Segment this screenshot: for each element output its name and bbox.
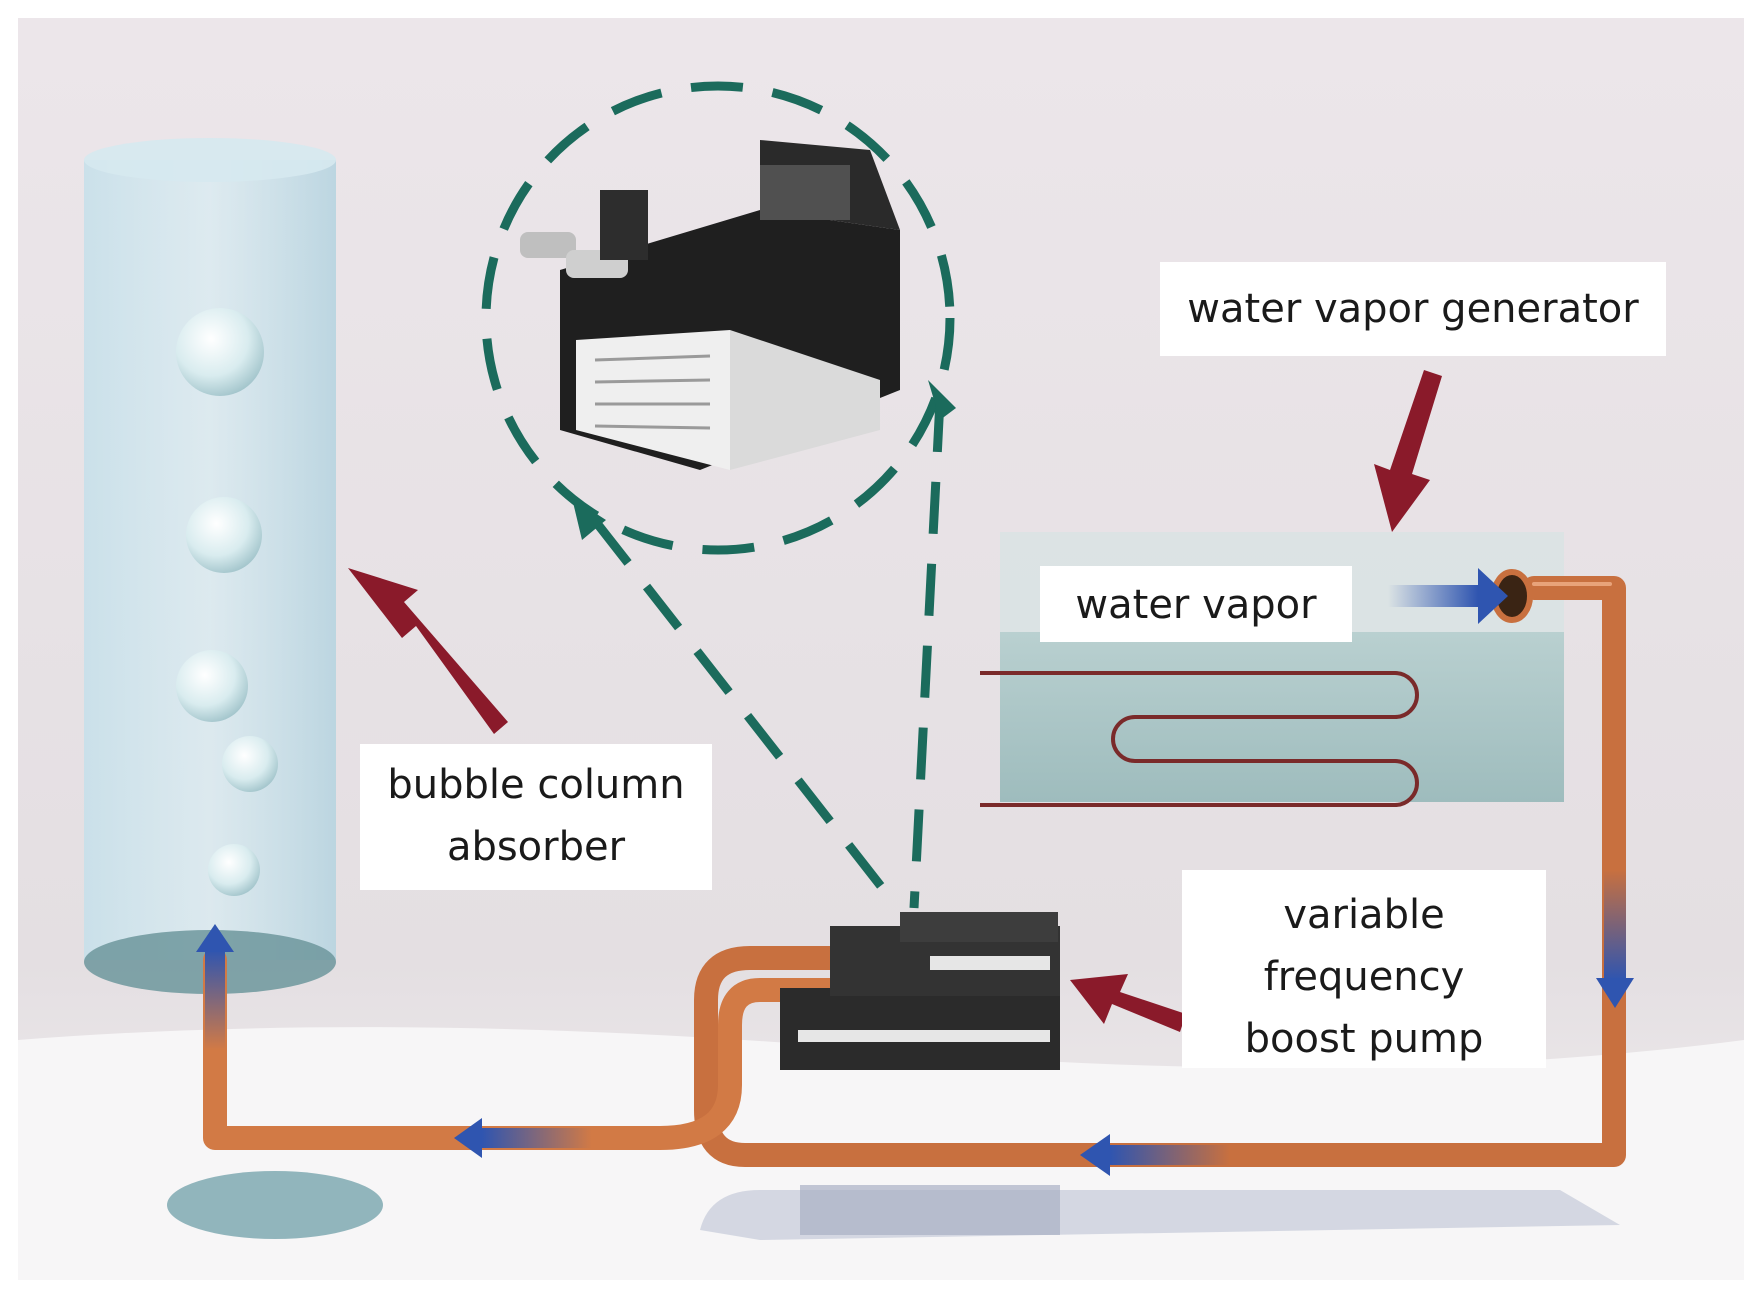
pointer-arrow-icon bbox=[1070, 974, 1186, 1032]
flow-arrow-icon bbox=[1596, 978, 1634, 1008]
water-vapor-generator bbox=[980, 532, 1564, 807]
label-text: water vapor generator bbox=[1187, 286, 1639, 332]
pump-photo-port bbox=[600, 190, 648, 260]
callout-circle bbox=[481, 81, 955, 555]
bubble-icon bbox=[176, 650, 248, 722]
label-line: frequency bbox=[1263, 954, 1465, 1000]
label-text: water vapor bbox=[1075, 582, 1317, 628]
pump-stripe bbox=[798, 1030, 1050, 1042]
flow-arrow-icon bbox=[1478, 568, 1508, 624]
flow-arrow-icon bbox=[1110, 1145, 1230, 1165]
bubble-column-absorber bbox=[84, 138, 336, 994]
callout-line-right bbox=[909, 399, 945, 909]
bubble-icon bbox=[176, 308, 264, 396]
pipe-supply bbox=[203, 948, 882, 1150]
label-line: variable bbox=[1283, 892, 1445, 938]
label-water-vapor: water vapor bbox=[1040, 566, 1352, 642]
flow-arrows bbox=[196, 568, 1634, 1176]
pump-stripe bbox=[930, 956, 1050, 970]
bubble-icon bbox=[186, 497, 262, 573]
pump-photo-display bbox=[760, 165, 850, 220]
label-line: boost pump bbox=[1244, 1016, 1484, 1062]
flow-arrow-icon bbox=[482, 1128, 592, 1148]
flow-arrow-icon bbox=[454, 1118, 482, 1158]
pointer-arrow-icon bbox=[348, 568, 508, 734]
flow-arrow-icon bbox=[205, 950, 225, 1050]
pipe-return bbox=[694, 576, 1626, 1167]
absorber-shadow bbox=[167, 1171, 383, 1239]
flow-arrow-icon bbox=[1604, 870, 1626, 980]
copper-pipe-loop bbox=[203, 576, 1626, 1167]
label-water-vapor-generator: water vapor generator bbox=[1160, 262, 1666, 356]
pump-photo-label bbox=[576, 330, 730, 470]
flow-arrow-icon bbox=[1388, 585, 1478, 607]
pump-head bbox=[900, 912, 1058, 942]
flow-arrow-icon bbox=[1080, 1134, 1110, 1176]
pointer-arrows bbox=[348, 370, 1442, 1032]
pump-callout bbox=[481, 81, 955, 911]
pump-photo-icon bbox=[520, 140, 900, 470]
label-variable-frequency-boost-pump: variable frequency boost pump bbox=[1182, 870, 1546, 1068]
pump-photo-label-side bbox=[730, 330, 880, 470]
pump-shadow bbox=[800, 1185, 1060, 1235]
label-bubble-column-absorber: bubble column absorber bbox=[360, 744, 712, 890]
pointer-arrow-icon bbox=[1374, 370, 1442, 532]
absorber-top bbox=[84, 138, 336, 182]
boost-pump-body bbox=[780, 912, 1060, 1070]
pump-photo-fitting bbox=[520, 232, 576, 258]
label-line: bubble column bbox=[387, 762, 685, 808]
label-line: absorber bbox=[446, 824, 626, 870]
heating-coil-icon bbox=[980, 671, 1419, 807]
callout-arrowhead bbox=[572, 498, 606, 540]
pump-lower bbox=[780, 988, 1060, 1070]
callout-arrowhead bbox=[928, 380, 956, 420]
flow-arrow-icon bbox=[196, 924, 234, 952]
bubble-icon bbox=[208, 844, 260, 896]
bubble-icon bbox=[222, 736, 278, 792]
